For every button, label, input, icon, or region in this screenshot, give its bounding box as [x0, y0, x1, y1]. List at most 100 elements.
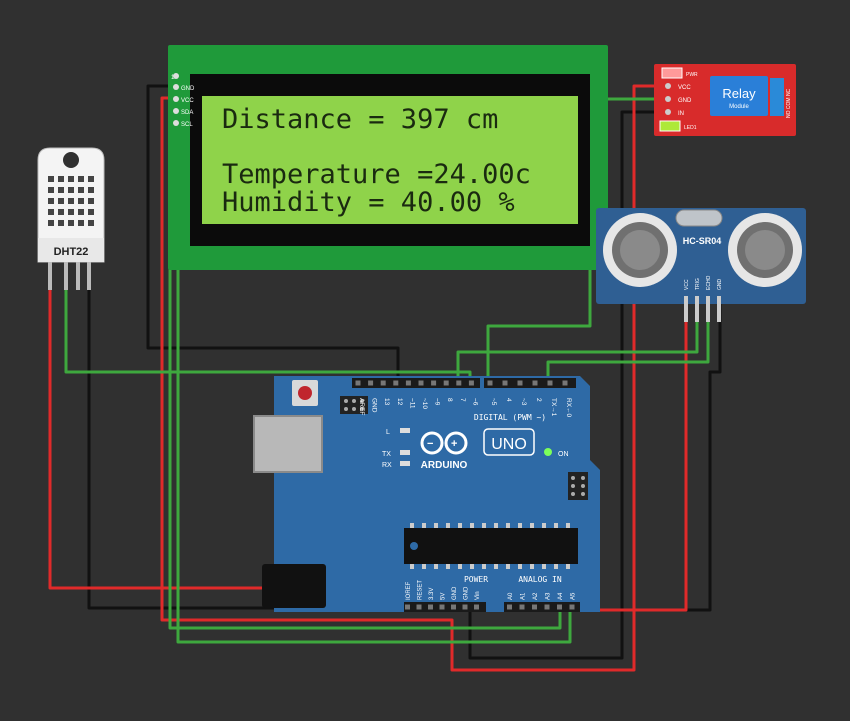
digital-pin-hole [380, 380, 386, 386]
led-tx [400, 450, 410, 455]
digital-pin-hole [405, 380, 411, 386]
lcd-pin-label: VCC [181, 98, 194, 104]
arduino-logo-icon [420, 431, 468, 455]
digital-pin-label: 13 [383, 398, 390, 406]
chip-pin [434, 523, 438, 528]
icsp-header-right [568, 472, 588, 500]
chip-pin [530, 564, 534, 569]
lcd-pin [173, 108, 179, 114]
relay-pin-label: VCC [678, 85, 691, 91]
chip-pin [494, 523, 498, 528]
reset-button-cap[interactable] [298, 386, 312, 400]
lcd-pin [173, 73, 179, 79]
atmega-chip [404, 523, 578, 569]
chip-pin [554, 564, 558, 569]
relay-led-pwr [661, 67, 683, 79]
dht-vent [78, 198, 84, 204]
arduino-model: UNO [491, 436, 527, 453]
chip-pin [422, 564, 426, 569]
lcd-pin [173, 120, 179, 126]
relay-pin [665, 96, 671, 102]
lcd-screen [202, 96, 578, 224]
digital-pin-label: TX→1 [550, 398, 557, 417]
uno-badge [483, 428, 535, 456]
dht-vent [78, 209, 84, 215]
power-pin-hole [405, 604, 410, 610]
digital-pin-label: ~6 [471, 398, 478, 406]
chip-pin [410, 523, 414, 528]
dht-vent [68, 220, 74, 226]
digital-pin-hole [532, 380, 538, 386]
power-pin-label: Vin [475, 591, 481, 600]
hc-sr04-sensor: HC-SR04 VCC TRIG ECHO GND [596, 208, 806, 322]
digital-pin-label: AREF [358, 398, 365, 415]
lcd-line-2: Temperature =24.00c [222, 159, 531, 190]
hc-transducer-left [603, 213, 677, 287]
analog-pin-label: A2 [533, 592, 539, 600]
lcd-module: Distance = 397 cm Temperature =24.00c Hu… [168, 45, 608, 270]
hc-pin-label: ECHO [706, 275, 712, 290]
hc-pin [717, 296, 721, 322]
wire-us-trig [456, 300, 699, 382]
digital-pin-label: 2 [535, 398, 542, 402]
power-pin-label: RESET [418, 580, 424, 600]
chip-pin [434, 564, 438, 569]
power-pin-hole [416, 604, 422, 610]
chip-pin [566, 523, 570, 528]
digital-header-b [484, 378, 576, 388]
dht-vent [68, 176, 74, 182]
on-led [544, 448, 552, 456]
dht-vent [68, 198, 74, 204]
arduino-logo-plus: + [451, 438, 457, 450]
analog-pin-label: A1 [521, 592, 527, 600]
dht-label-strip [38, 238, 104, 262]
digital-pin-label: 4 [505, 398, 512, 402]
digital-pin-hole [517, 380, 523, 386]
dht-pin [76, 262, 80, 290]
analog-pin-label: A3 [546, 592, 552, 600]
dht-vent [88, 187, 94, 193]
digital-pin-hole [393, 380, 399, 386]
hc-pin [706, 296, 710, 322]
power-pin-label: 3.3V [429, 588, 435, 600]
analog-header [504, 602, 580, 612]
relay-led-1 [659, 120, 681, 132]
digital-pin-hole [456, 380, 462, 386]
analog-pin-hole [507, 604, 512, 610]
digital-pin-hole [431, 380, 437, 386]
power-header [404, 602, 486, 612]
wire-dht-data [64, 262, 472, 382]
power-pin-hole [439, 604, 445, 610]
digital-pins [355, 380, 568, 386]
chip-pin [410, 564, 414, 569]
digital-pin-hole [368, 380, 374, 386]
icsp-header-top [340, 396, 368, 414]
digital-pin-hole [547, 380, 553, 386]
digital-pin-hole [468, 380, 474, 386]
analog-pin-hole [557, 604, 562, 610]
chip-pin [422, 523, 426, 528]
dht-vent [58, 209, 64, 215]
led-l [400, 428, 410, 433]
lcd-line-3: Humidity = 40.00 % [222, 187, 515, 218]
dht-vent [48, 209, 54, 215]
relay-pin [665, 83, 671, 89]
relay-subtitle: Module [729, 104, 749, 110]
chip-pin [458, 564, 462, 569]
led-rx [400, 461, 410, 466]
dht-vent [68, 187, 74, 193]
wire-us-echo [546, 300, 710, 382]
lcd-pin-header: 1 GND VCC SDA SCL [171, 73, 195, 128]
digital-pin-label: ~11 [408, 398, 415, 409]
dht-vent [88, 209, 94, 215]
digital-pin-hole [418, 380, 424, 386]
relay-terminal-block [770, 78, 784, 116]
relay-title: Relay [722, 86, 756, 101]
arduino-brand: ARDUINO [421, 460, 468, 471]
relay-pin [665, 109, 671, 115]
hc-pin [695, 296, 699, 322]
analog-pin-hole [519, 604, 525, 610]
